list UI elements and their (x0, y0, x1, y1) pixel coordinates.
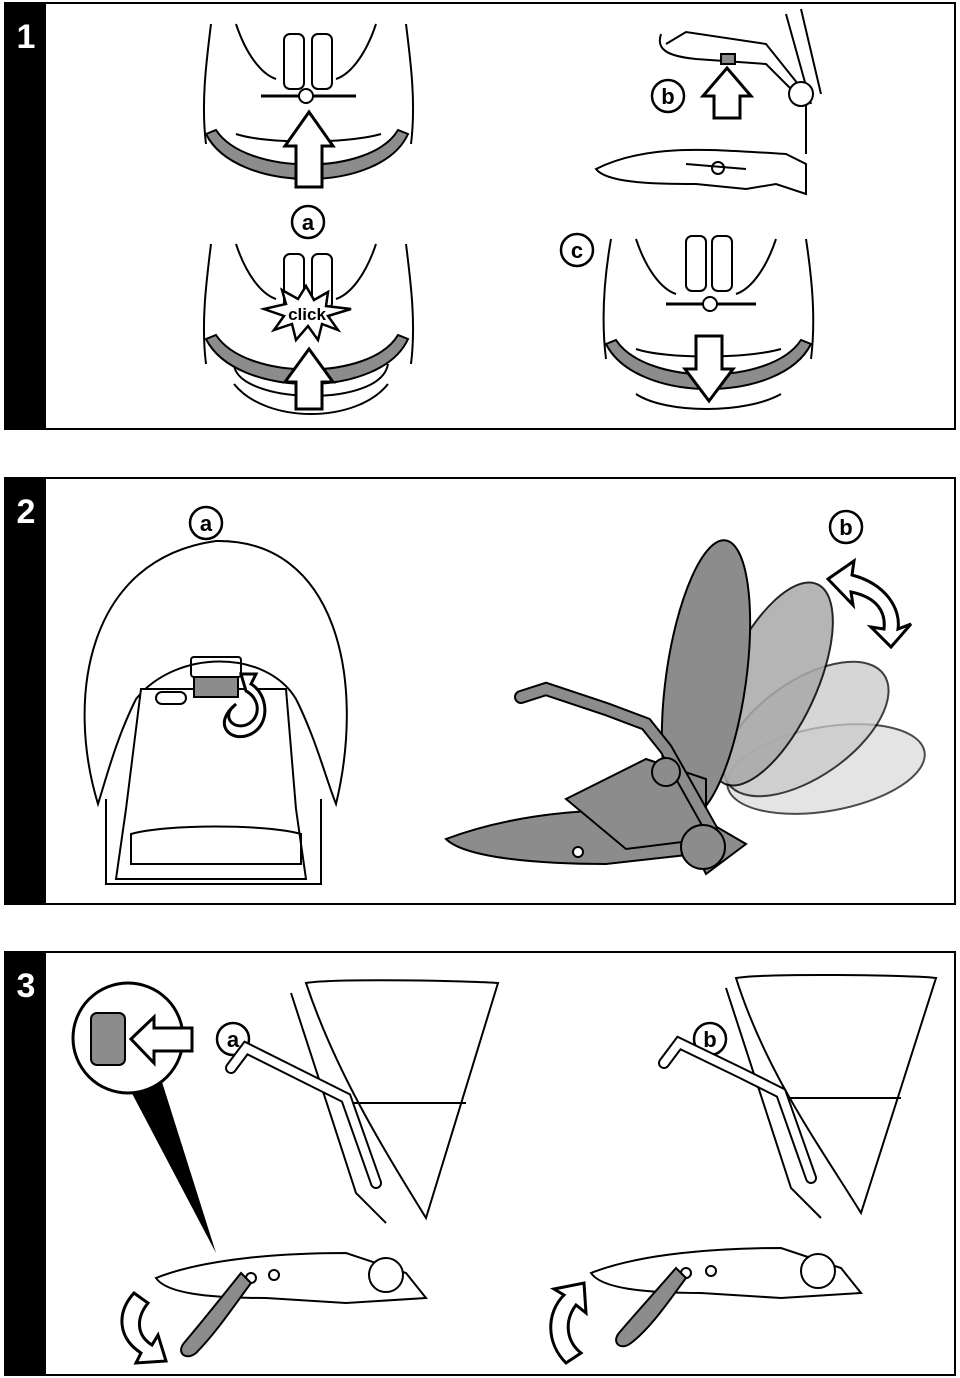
step-3-number-strip (6, 953, 46, 1374)
svg-text:a: a (200, 511, 213, 536)
step-1c-down-arrow (682, 334, 736, 404)
step-1c-bumper-bar (604, 338, 813, 390)
svg-text:b: b (703, 1027, 716, 1052)
step-2-panel: 2 a (4, 477, 956, 905)
svg-text:click: click (288, 305, 326, 324)
step-1-number: 1 (16, 18, 36, 56)
step-2b-recline-positions (660, 539, 926, 819)
svg-text:a: a (302, 210, 315, 235)
step-3a-stroller-side (154, 979, 500, 1305)
step-1b-release-button (720, 53, 736, 65)
step-3a-zoom-pointer (116, 1063, 216, 1253)
step-2a-recline-handle (193, 676, 239, 698)
step-2b-label: b (828, 509, 864, 545)
step-1a-bumper-bar (204, 128, 410, 180)
step-1a-up-arrow-2 (282, 346, 336, 411)
svg-text:b: b (661, 84, 674, 109)
step-1a-bumper-bar-attached (204, 333, 410, 385)
step-2-number-strip (6, 479, 46, 903)
step-1a-seat-top (202, 23, 415, 145)
svg-text:c: c (571, 238, 583, 263)
step-3-illustration: a b (71, 973, 938, 1365)
step-1b-side-view (594, 8, 822, 196)
step-1-panel: 1 a click (4, 2, 956, 430)
step-3-panel: 3 a b (4, 951, 956, 1376)
step-2-number: 2 (16, 493, 36, 531)
step-1c-label: c (559, 232, 595, 268)
step-1a-label: a (290, 204, 326, 240)
step-3a-left-arrow (128, 1013, 194, 1067)
step-1-illustration: a click b (202, 8, 822, 415)
step-2b-seat-side (444, 681, 748, 876)
step-3-number: 3 (16, 967, 36, 1005)
step-3a-footrest-button (90, 1012, 126, 1066)
step-1b-label: b (650, 78, 686, 114)
step-1-number-strip (6, 4, 46, 428)
step-3b-up-curved-arrow (549, 1281, 588, 1365)
step-2b-double-arrow (825, 557, 913, 650)
step-2a-rear-view (83, 539, 348, 885)
step-2-illustration: a b (83, 505, 926, 885)
step-2a-rotate-arrow (222, 672, 267, 739)
step-3a-down-curved-arrow (120, 1291, 168, 1365)
step-3b-label: b (692, 1021, 728, 1057)
svg-text:b: b (839, 515, 852, 540)
step-3a-leg-rest-lowered (180, 1271, 253, 1358)
step-1b-up-arrow (699, 65, 755, 120)
step-2a-label: a (188, 505, 224, 541)
svg-text:a: a (227, 1027, 240, 1052)
step-1a-click-burst: click (259, 283, 352, 343)
step-3b-stroller-side (589, 973, 938, 1300)
step-1a-up-arrow (282, 109, 336, 189)
step-3b-leg-rest (615, 1266, 688, 1348)
